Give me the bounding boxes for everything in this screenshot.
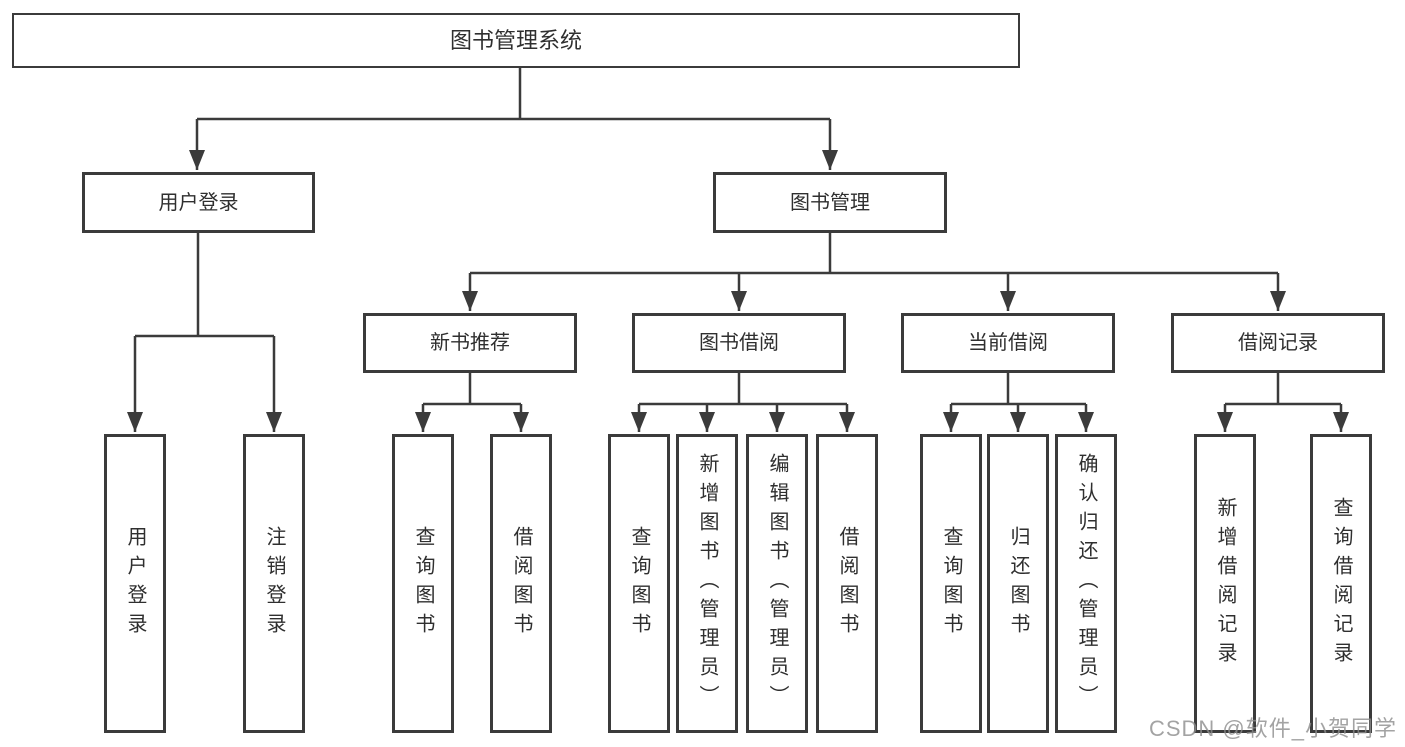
node-query-books-1: 查询图书 [392, 434, 454, 733]
node-label: 新书推荐 [430, 332, 510, 354]
node-borrow-books-1: 借阅图书 [490, 434, 552, 733]
node-label: 查询图书 [412, 525, 434, 642]
node-label: 当前借阅 [968, 332, 1048, 354]
node-query-borrow-record: 查询借阅记录 [1310, 434, 1372, 733]
node-query-books-2: 查询图书 [608, 434, 670, 733]
node-logout: 注销登录 [243, 434, 305, 733]
node-add-borrow-record: 新增借阅记录 [1194, 434, 1256, 733]
node-user-login-leaf: 用户登录 [104, 434, 166, 733]
node-book-management: 图书管理 [713, 172, 947, 233]
node-label: 用户登录 [158, 191, 239, 214]
node-user-login: 用户登录 [82, 172, 315, 233]
node-label: 用户登录 [124, 525, 146, 642]
node-confirm-return-admin: 确认归还（管理员） [1055, 434, 1117, 733]
node-label: 查询图书 [628, 525, 650, 642]
node-label: 图书借阅 [699, 332, 779, 354]
node-borrow-books-2: 借阅图书 [816, 434, 878, 733]
node-edit-book-admin: 编辑图书（管理员） [746, 434, 808, 733]
node-label: 查询图书 [940, 525, 962, 642]
node-label: 归还图书 [1007, 525, 1029, 642]
node-label: 编辑图书（管理员） [766, 453, 788, 714]
node-label: 图书管理系统 [449, 27, 582, 53]
node-add-book-admin: 新增图书（管理员） [676, 434, 738, 733]
node-label: 查询借阅记录 [1330, 496, 1352, 671]
node-query-books-3: 查询图书 [920, 434, 982, 733]
node-label: 借阅图书 [836, 525, 858, 642]
connector-trunks [135, 68, 1341, 406]
node-label: 借阅图书 [510, 525, 532, 642]
node-new-book-recommend: 新书推荐 [363, 313, 577, 373]
node-library-management-system: 图书管理系统 [12, 13, 1020, 68]
node-label: 新增借阅记录 [1214, 496, 1236, 671]
node-book-borrow: 图书借阅 [632, 313, 846, 373]
csdn-watermark: CSDN @软件_小贺同学 [1148, 716, 1397, 741]
node-return-book: 归还图书 [987, 434, 1049, 733]
node-current-borrow: 当前借阅 [901, 313, 1115, 373]
node-label: 确认归还（管理员） [1075, 453, 1097, 714]
node-label: 图书管理 [790, 191, 870, 214]
node-label: 注销登录 [263, 525, 285, 642]
node-borrow-records: 借阅记录 [1171, 313, 1385, 373]
node-label: 借阅记录 [1238, 332, 1318, 354]
node-label: 新增图书（管理员） [696, 453, 718, 714]
